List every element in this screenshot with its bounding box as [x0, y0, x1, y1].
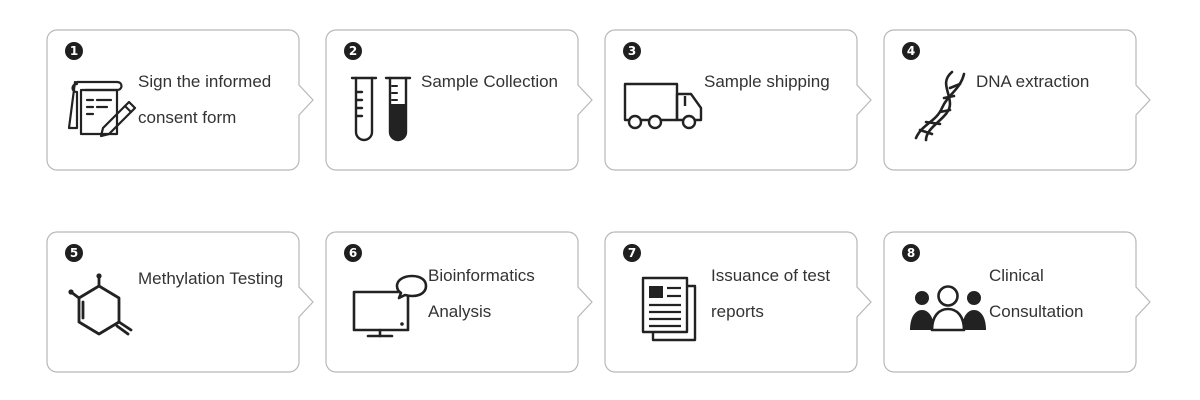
- step-label-line: Bioinformatics: [428, 266, 535, 285]
- step-number-badge: 7: [623, 244, 641, 262]
- step-label: Sample Collection: [421, 64, 558, 100]
- card-frame: [604, 231, 872, 373]
- computer-chat-icon: [352, 274, 428, 338]
- step-label: Issuance of test reports: [711, 258, 830, 330]
- step-label-line: Analysis: [428, 302, 492, 321]
- step-number-badge: 5: [65, 244, 83, 262]
- step-4-card: 4 DNA extraction: [883, 29, 1151, 171]
- molecule-icon: [68, 273, 133, 336]
- report-documents-icon: [641, 276, 697, 342]
- step-label: Clinical Consultation: [989, 258, 1084, 330]
- card-frame: [604, 29, 872, 171]
- step-3-card: 3 Sample shipping: [604, 29, 872, 171]
- dna-icon: [914, 70, 966, 142]
- card-frame: [46, 231, 314, 373]
- card-frame: [883, 29, 1151, 171]
- people-consultation-icon: [910, 285, 986, 332]
- step-8-card: 8 Clinical Consultation: [883, 231, 1151, 373]
- truck-icon: [623, 82, 703, 130]
- consent-form-icon: [67, 80, 137, 138]
- step-label-line: consent form: [138, 108, 237, 127]
- step-label-line: Methylation Testing: [138, 269, 284, 288]
- step-2-card: 2 Sample Collection: [325, 29, 593, 171]
- step-label: Bioinformatics Analysis: [428, 258, 535, 330]
- step-7-card: 7 Issuance of test reports: [604, 231, 872, 373]
- step-5-card: 5 Methylation Testing: [46, 231, 314, 373]
- step-6-card: 6 Bioinformatics Analysis: [325, 231, 593, 373]
- step-label-line: DNA extraction: [976, 72, 1090, 91]
- step-number-badge: 2: [344, 42, 362, 60]
- step-label: Sample shipping: [704, 64, 830, 100]
- step-label-line: reports: [711, 302, 764, 321]
- test-tubes-icon: [350, 76, 412, 142]
- step-label-line: Issuance of test: [711, 266, 831, 285]
- card-frame: [883, 231, 1151, 373]
- step-number-badge: 8: [902, 244, 920, 262]
- step-number-badge: 1: [65, 42, 83, 60]
- step-label-line: Clinical: [989, 266, 1044, 285]
- step-label-line: Consultation: [989, 302, 1084, 321]
- step-number-badge: 4: [902, 42, 920, 60]
- step-label-line: Sign the informed: [138, 72, 272, 91]
- step-number-badge: 3: [623, 42, 641, 60]
- step-label: DNA extraction: [976, 64, 1089, 100]
- step-label: Methylation Testing: [138, 261, 283, 297]
- step-label-line: Sample Collection: [421, 72, 559, 91]
- step-1-card: 1 Sign the informed consent form: [46, 29, 314, 171]
- step-number-badge: 6: [344, 244, 362, 262]
- step-label: Sign the informed consent form: [138, 64, 271, 136]
- step-label-line: Sample shipping: [704, 72, 830, 91]
